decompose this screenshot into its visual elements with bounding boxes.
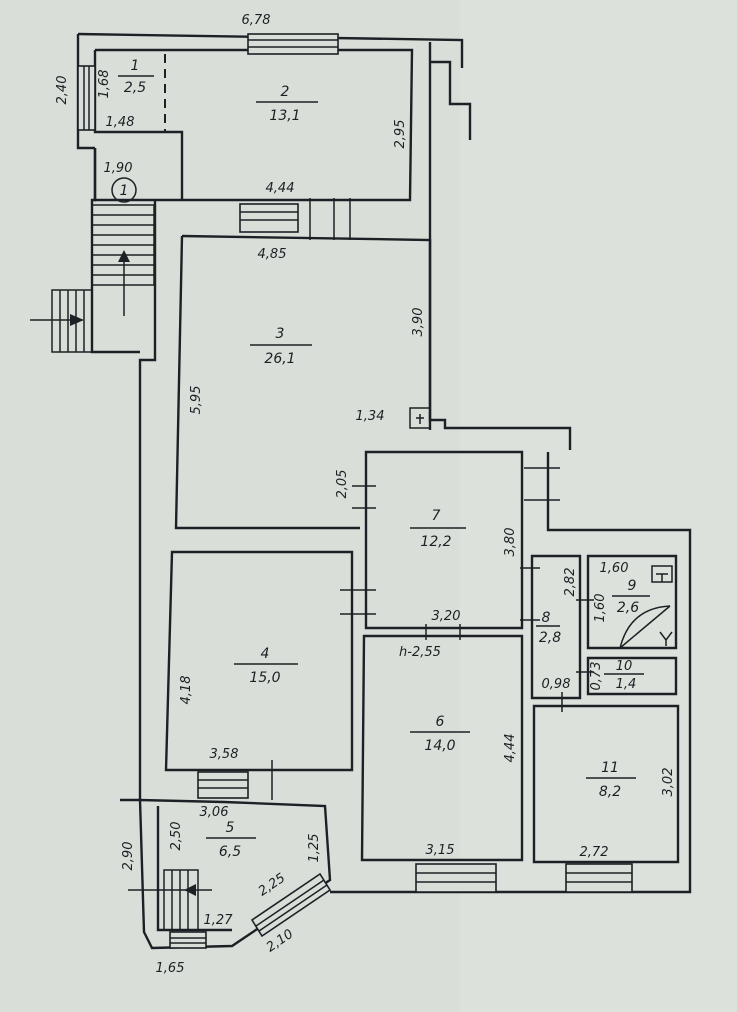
dim-320: 3,20 (432, 609, 461, 624)
room-1-area: 2,5 (124, 80, 146, 96)
dim-418: 4,18 (179, 676, 194, 705)
room-11: 11 8,2 (586, 760, 636, 800)
ceiling-height: h-2,55 (399, 645, 441, 660)
entrance-marker-label: 1 (120, 183, 129, 199)
dim-073: 0,73 (589, 662, 604, 691)
room-3: 3 26,1 (250, 326, 312, 367)
room-8-number: 8 (542, 610, 551, 626)
window-room5-bottom (169, 931, 207, 949)
room5-arrow (184, 884, 196, 896)
window-room11-bottom (565, 863, 633, 893)
dim-390: 3,90 (411, 308, 426, 337)
room-2: 2 13,1 (256, 84, 318, 124)
side-stair (30, 289, 93, 353)
room-8: 8 2,8 (536, 610, 561, 646)
dim-125: 1,25 (307, 834, 322, 863)
window-left-room1 (77, 65, 96, 131)
dim-160-side: 1,60 (593, 594, 608, 623)
dim-127: 1,27 (204, 913, 234, 928)
room-8-area: 2,8 (539, 630, 561, 646)
door-room7-left (352, 480, 376, 514)
door-room2-room3 (239, 198, 351, 240)
toilet-door-swing (619, 605, 671, 649)
dim-134: 1,34 (356, 409, 385, 424)
door-room7-right (524, 456, 560, 530)
dim-306: 3,06 (200, 805, 229, 820)
dimension-labels: 6,78 2,40 1,68 1,48 1,90 2,95 4,44 4,85 … (55, 13, 676, 976)
room-2-area: 13,1 (269, 108, 300, 124)
room-7: 7 12,2 (410, 508, 466, 550)
room-9-area: 2,6 (617, 600, 639, 616)
room-5-number: 5 (226, 820, 235, 836)
door-room8 (520, 567, 594, 712)
doors (340, 407, 673, 712)
room-1: 1 2,5 (118, 58, 154, 96)
window-room5-diagonal (250, 872, 332, 938)
dim-485: 4,85 (258, 247, 287, 262)
dim-190: 1,90 (104, 161, 133, 176)
room-5: 5 6,5 (206, 820, 256, 860)
room-3-area: 26,1 (264, 351, 295, 367)
room-5-area: 6,5 (219, 844, 241, 860)
dim-302: 3,02 (661, 768, 676, 797)
dim-top: 6,78 (242, 13, 271, 28)
window-top (247, 33, 339, 55)
room-9: 9 2,6 (612, 578, 650, 616)
room-7-number: 7 (432, 508, 441, 524)
vent-room3 (409, 407, 431, 429)
dim-165: 1,65 (156, 961, 185, 976)
stair-arrow (118, 250, 130, 262)
window-room4-bottom (197, 760, 273, 800)
room-10: 10 1,4 (604, 659, 644, 692)
room-1-number: 1 (131, 58, 140, 74)
entrance-stair (91, 204, 155, 316)
room-4-area: 15,0 (249, 670, 280, 686)
room-6-area: 14,0 (424, 738, 455, 754)
dim-168: 1,68 (97, 70, 112, 99)
entry-arrow (70, 314, 84, 326)
room-9-number: 9 (628, 578, 637, 594)
dim-205: 2,05 (335, 470, 350, 499)
dim-250: 2,50 (169, 822, 184, 851)
room-2-number: 2 (281, 84, 290, 100)
dim-098: 0,98 (542, 677, 571, 692)
dim-380: 3,80 (503, 528, 518, 557)
room5-stair (128, 869, 212, 931)
toilet-fixture (651, 565, 673, 583)
dim-272: 2,72 (580, 845, 609, 860)
room-6: 6 14,0 (410, 714, 470, 754)
room-4: 4 15,0 (234, 646, 298, 686)
dim-282: 2,82 (563, 568, 578, 597)
door-room7-room6 (425, 624, 461, 640)
room-10-number: 10 (616, 659, 633, 674)
door-room4-right (340, 560, 376, 620)
dim-358: 3,58 (210, 747, 239, 762)
dim-290: 2,90 (121, 842, 136, 871)
dim-315: 3,15 (426, 843, 455, 858)
dim-160-top: 1,60 (600, 561, 629, 576)
dim-444b: 4,44 (503, 734, 518, 763)
windows (77, 33, 633, 949)
room-6-number: 6 (436, 714, 445, 730)
room-4-number: 4 (261, 646, 270, 662)
room-7-area: 12,2 (420, 534, 451, 550)
dim-595: 5,95 (189, 386, 204, 415)
room-3-number: 3 (276, 326, 285, 342)
room-labels: 1 2,5 2 13,1 3 26,1 4 15,0 5 6,5 6 14,0 (118, 58, 650, 860)
dim-240: 2,40 (55, 76, 70, 105)
entrance-marker: 1 (111, 177, 137, 203)
room-11-area: 8,2 (599, 784, 621, 800)
window-room6-bottom (415, 863, 497, 893)
dim-148: 1,48 (106, 115, 135, 130)
room-10-area: 1,4 (616, 677, 637, 692)
room-11-number: 11 (601, 760, 619, 776)
sink-fixture (659, 631, 673, 646)
dim-444: 4,44 (266, 181, 295, 196)
dim-295: 2,95 (393, 120, 408, 149)
